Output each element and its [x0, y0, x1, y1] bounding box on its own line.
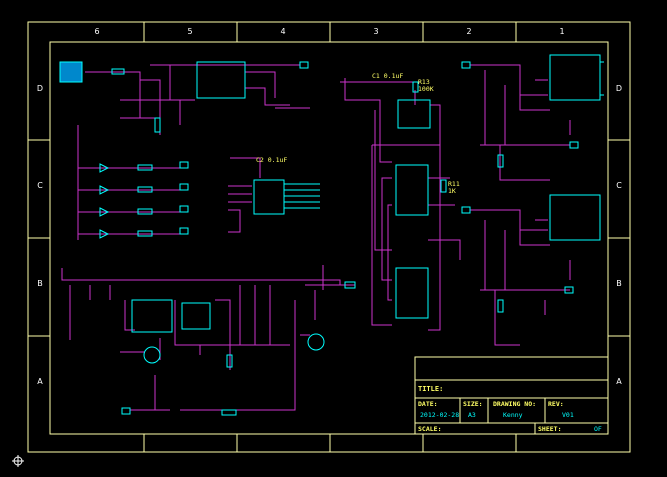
res-r11-label: R11 1K	[448, 180, 460, 195]
ic-pins	[284, 61, 604, 209]
col-label-3: 3	[373, 27, 379, 36]
size-label: SIZE:	[463, 400, 483, 408]
row-dividers	[28, 139, 630, 337]
column-dividers	[143, 22, 517, 452]
sheet-label: SHEET:	[538, 425, 562, 433]
rev-value: V01	[562, 411, 574, 419]
date-value: 2012-02-28	[420, 411, 460, 419]
components	[59, 54, 601, 416]
row-label-d-left: D	[36, 84, 44, 93]
row-label-c-right: C	[616, 181, 622, 190]
outer-border	[27, 21, 631, 453]
cap-c1-label: C1 0.1uF	[372, 72, 404, 80]
row-label-b-right: B	[616, 279, 622, 288]
row-label-a-right: A	[616, 377, 622, 386]
row-label-d-right: D	[615, 84, 623, 93]
row-label-b-left: B	[37, 279, 43, 288]
row-label-c-left: C	[37, 181, 43, 190]
size-value: A3	[468, 411, 476, 419]
scale-label: SCALE:	[418, 425, 442, 433]
cap-c2-label: C2 0.1uF	[256, 156, 288, 164]
origin-marker	[12, 455, 24, 467]
col-label-6: 6	[94, 27, 100, 36]
title-block-frame	[414, 356, 609, 435]
rev-label: REV:	[548, 400, 564, 408]
date-label: DATE:	[418, 400, 438, 408]
drawing-no-value: Kenny	[503, 411, 523, 419]
col-label-2: 2	[466, 27, 472, 36]
row-label-a-left: A	[37, 377, 43, 386]
inner-border	[49, 41, 609, 435]
wires	[61, 64, 571, 411]
res-r13-label: R13 100K	[418, 78, 434, 93]
col-label-4: 4	[280, 27, 286, 36]
col-label-5: 5	[187, 27, 193, 36]
sheet-value: OF	[594, 425, 602, 433]
col-label-1: 1	[559, 27, 565, 36]
title-label: TITLE:	[418, 385, 444, 393]
drawing-no-label: DRAWING NO:	[493, 400, 537, 408]
